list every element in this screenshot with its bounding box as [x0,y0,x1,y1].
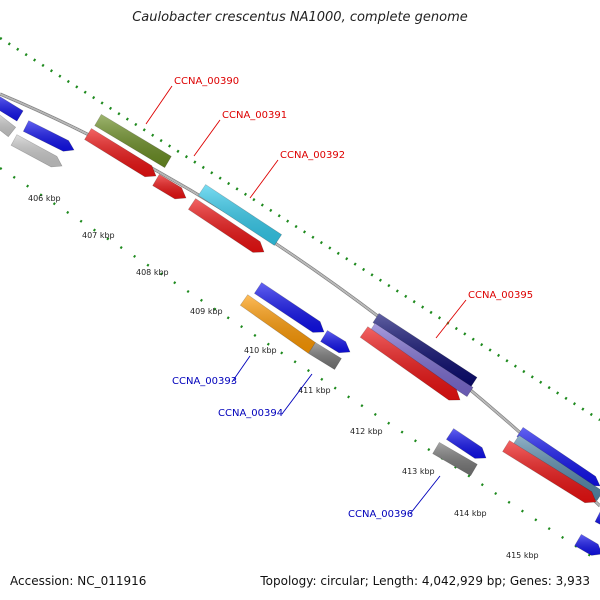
kbp-label-409: 409 kbp [190,307,223,316]
gene-label-CCNA_00393[interactable]: CCNA_00393 [172,376,237,387]
feature-shade-cds-e [320,330,350,353]
leader-CCNA_00394 [281,373,313,415]
accession-label: Accession: NC_011916 [10,574,147,588]
gene-label-CCNA_00392[interactable]: CCNA_00392 [280,150,345,161]
feature-shade-CCNA_00395-b [369,323,473,397]
topology-summary: Topology: circular; Length: 4,042,929 bp… [260,574,590,588]
kbp-label-413: 413 kbp [402,467,435,476]
leader-CCNA_00391 [193,119,221,157]
feature-shade-CCNA_00390 [94,114,172,168]
leader-CCNA_00393 [231,355,251,383]
kbp-label-414: 414 kbp [454,509,487,518]
feature-shade-CCNA_00394 [308,342,342,370]
gene-label-CCNA_00390[interactable]: CCNA_00390 [174,76,239,87]
gene-label-CCNA_00391[interactable]: CCNA_00391 [222,110,287,121]
feature-shade-CCNA_00391 [152,174,186,199]
kbp-label-408: 408 kbp [136,268,169,277]
leader-CCNA_00396 [409,475,441,515]
feature-shade-CCNA_00393 [240,294,316,354]
feature-shade-cds-j [595,512,600,525]
leader-CCNA_00395 [435,299,467,339]
feature-shade-CCNA_00395 [373,313,477,387]
kbp-label-407: 407 kbp [82,231,115,240]
leader-CCNA_00392 [249,159,279,199]
backbone [0,92,600,508]
map-title: Caulobacter crescentus NA1000, complete … [132,10,468,25]
gene-labels: CCNA_00390CCNA_00391CCNA_00392CCNA_00395… [145,76,533,520]
feature-shade-CCNA_00392-rna [188,198,264,253]
feature-shade-CCNA_00390-rna [84,128,156,177]
feature-shade-CCNA_00393-partner [254,282,324,333]
feature-shade-cds-h [502,440,596,503]
feature-shade-cds-f [516,427,600,486]
feature-shade-CCNA_00395-rna [360,326,460,401]
kbp-label-410: 410 kbp [244,346,277,355]
feature-shade-CCNA_00396-partner [446,428,486,459]
gene-label-CCNA_00396[interactable]: CCNA_00396 [348,509,413,520]
feature-shade-cds-a [0,96,24,122]
kbp-label-412: 412 kbp [350,427,383,436]
feature-shade-cds-d [11,134,63,167]
feature-layer [0,96,600,556]
kbp-label-406: 406 kbp [28,194,61,203]
feature-shade-cds-i [574,534,600,556]
feature-shade-cds-c [23,120,74,152]
gene-label-CCNA_00394[interactable]: CCNA_00394 [218,408,283,419]
feature-shade-CCNA_00396 [432,442,478,476]
kbp-labels: 406 kbp 407 kbp 408 kbp 409 kbp 410 kbp 411 k… [28,194,539,560]
kbp-label-411: 411 kbp [298,386,331,395]
feature-shade-cds-b [0,115,16,137]
leader-CCNA_00390 [145,85,173,125]
tick-row-1 [0,36,600,422]
kbp-label-415: 415 kbp [506,551,539,560]
gene-label-CCNA_00395[interactable]: CCNA_00395 [468,290,533,301]
feature-shade-CCNA_00392 [198,184,282,246]
tick-row-2 [0,166,600,564]
